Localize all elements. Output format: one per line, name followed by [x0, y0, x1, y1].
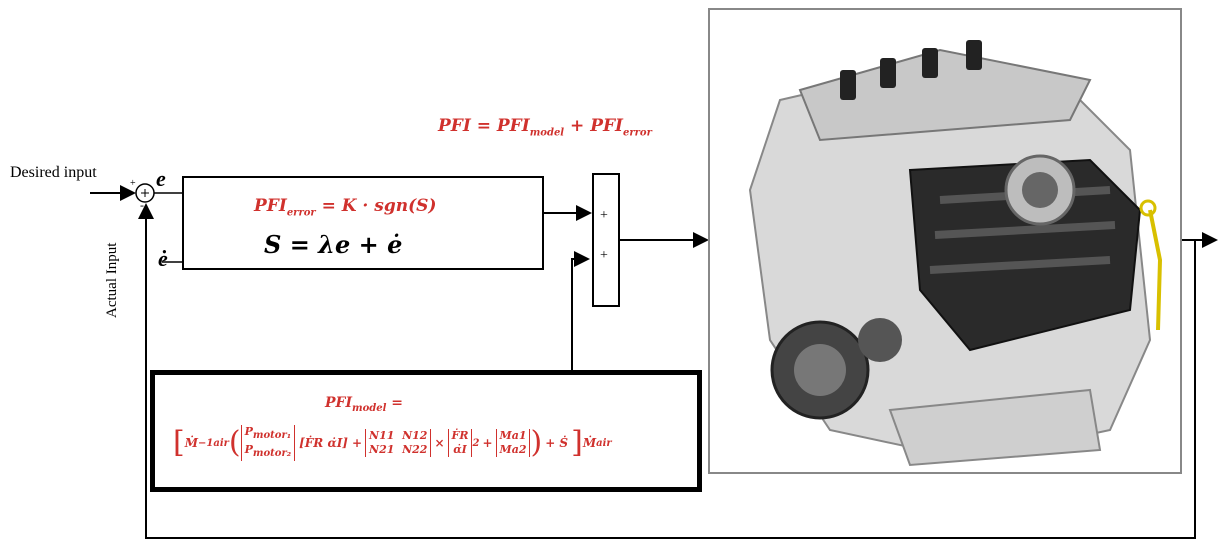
- pfi-model-label: PFImodel =: [325, 395, 404, 414]
- adder-block: + +: [592, 173, 620, 307]
- fr-alpha-vector: ḞR α̇I: [447, 429, 473, 458]
- sum-minus-sign: -: [140, 198, 144, 212]
- adder-plus-bottom: +: [600, 248, 608, 263]
- feedback-loop: [138, 203, 1196, 539]
- engine-image: [708, 8, 1182, 474]
- p-motor-matrix: Pmotor₁ Pmotor₂: [240, 425, 296, 462]
- n-matrix: N11 N12 N21 N22: [365, 429, 432, 458]
- sum-plus-sign: +: [130, 178, 136, 189]
- pfi-total-equation: PFI = PFImodel + PFIerror: [438, 116, 652, 139]
- ma-vector: Ma1 Ma2: [495, 429, 531, 458]
- engine-illustration: [748, 40, 1163, 467]
- desired-input-label: Desired input: [10, 164, 97, 181]
- sliding-mode-controller-block: PFIerror = K · sgn(S) S = λe + ė: [182, 176, 544, 270]
- sliding-surface-equation: S = λe + ė: [264, 230, 403, 259]
- error-e-label: e: [156, 166, 166, 191]
- error-edot-label: ė: [158, 246, 168, 271]
- pfi-error-equation: PFIerror = K · sgn(S): [254, 196, 437, 219]
- actual-input-label: Actual Input: [104, 242, 120, 318]
- adder-plus-top: +: [600, 208, 608, 223]
- model-to-adder-arrow: [571, 251, 590, 372]
